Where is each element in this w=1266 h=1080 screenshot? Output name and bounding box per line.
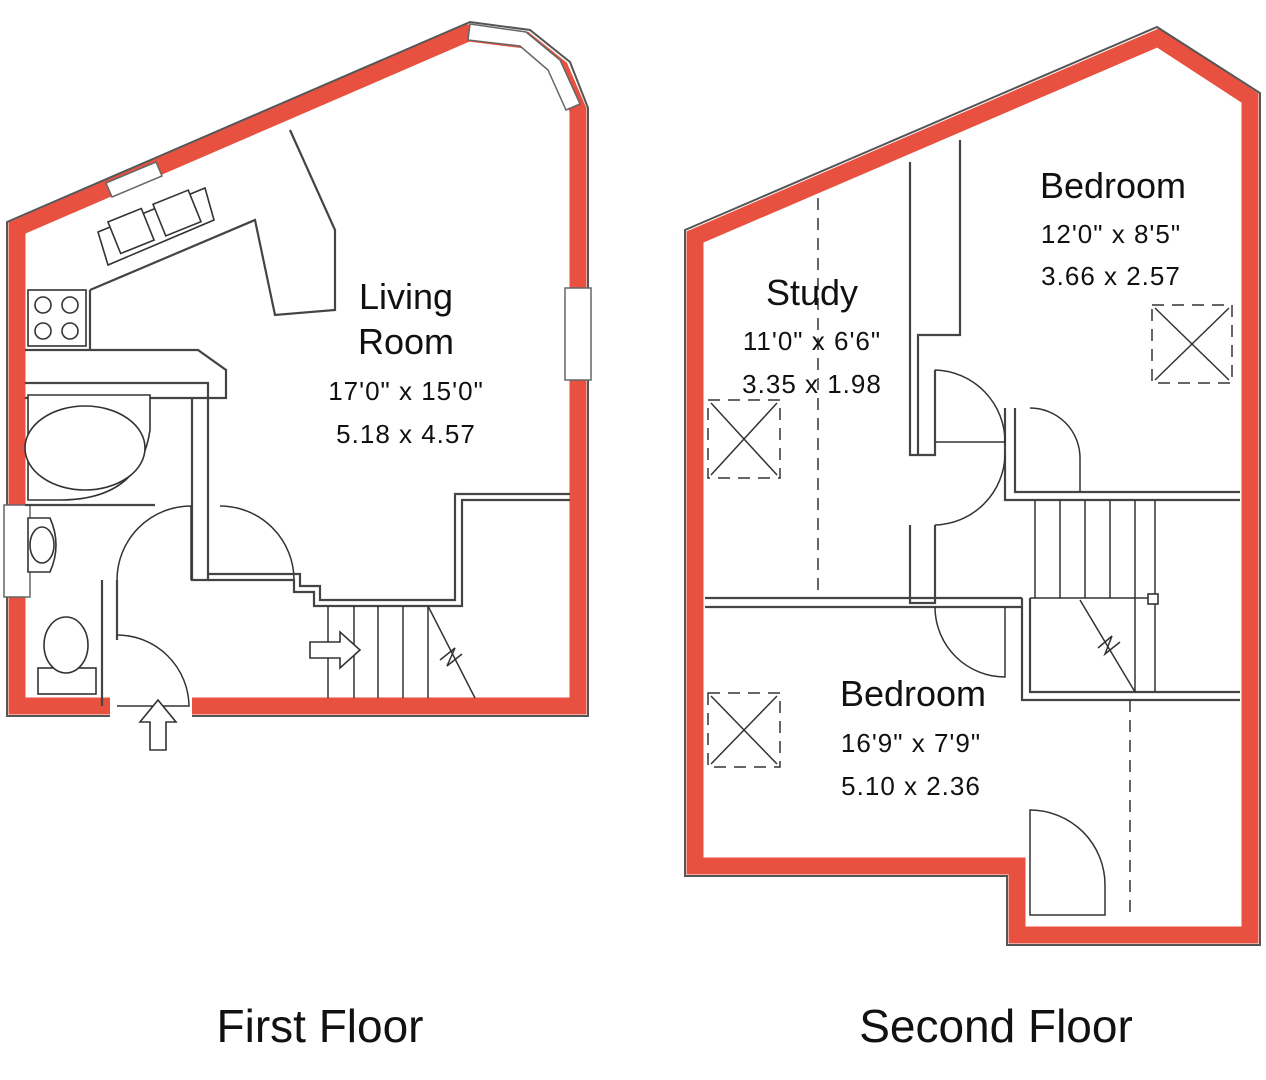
stairwell-wall — [208, 498, 570, 608]
window — [564, 287, 592, 381]
stair-direction-arrow-icon — [309, 630, 362, 670]
staircase — [1030, 500, 1159, 693]
bath-icon — [24, 394, 151, 501]
hob-icon — [27, 289, 87, 347]
kitchen-counter — [25, 290, 228, 400]
living-room-name-line1: Living — [359, 276, 453, 317]
basin-icon — [27, 517, 57, 573]
partition-wall — [908, 140, 962, 457]
window — [105, 161, 163, 198]
window — [3, 504, 31, 598]
living-room-name-line2: Room — [358, 321, 454, 362]
second-floor-plan: Bedroom 12'0" x 8'5" 3.66 x 2.57 Study 1… — [684, 25, 1261, 1052]
skylight-icon — [707, 692, 781, 768]
study-imperial-size: 11'0" x 6'6" — [743, 326, 881, 356]
door-swing — [219, 505, 295, 581]
door-swing — [1029, 809, 1106, 916]
entrance-arrow-icon — [138, 698, 178, 751]
door-swing — [934, 606, 1006, 678]
skylight-icon — [1151, 304, 1233, 384]
top-bedroom-imperial-size: 12'0" x 8'5" — [1041, 219, 1181, 249]
bottom-bedroom-imperial-size: 16'9" x 7'9" — [841, 728, 981, 758]
sink-icon — [97, 186, 215, 267]
bottom-bedroom-name: Bedroom — [840, 673, 986, 714]
partition-wall — [908, 525, 937, 605]
door-swing — [116, 505, 192, 581]
toilet-icon — [37, 616, 97, 695]
study-metric-size: 3.35 x 1.98 — [742, 369, 882, 399]
study-name: Study — [766, 272, 858, 313]
partition-wall — [1003, 408, 1240, 502]
partition-wall — [1020, 598, 1240, 702]
bay-window — [467, 23, 581, 111]
first-floor-plan: Living Room 17'0" x 15'0" 5.18 x 4.57 Fi… — [3, 20, 592, 1052]
skylight-icon — [707, 399, 781, 479]
living-room-metric-size: 5.18 x 4.57 — [336, 419, 476, 449]
top-bedroom-metric-size: 3.66 x 2.57 — [1041, 261, 1181, 291]
second-floor-title: Second Floor — [859, 1000, 1133, 1052]
kitchen-counter — [89, 129, 337, 317]
second-floor-exterior-wall-edge — [684, 25, 1261, 946]
first-floor-title: First Floor — [217, 1000, 424, 1052]
door-swing — [934, 454, 1006, 526]
second-floor-exterior-wall — [686, 28, 1259, 944]
door-swing — [116, 634, 190, 707]
top-bedroom-name: Bedroom — [1040, 165, 1186, 206]
stairwell-wall — [208, 492, 570, 602]
bottom-bedroom-metric-size: 5.10 x 2.36 — [841, 771, 981, 801]
first-floor-exterior-wall-edge — [6, 20, 589, 717]
door-swing — [1029, 407, 1081, 492]
partition-wall — [705, 596, 1022, 609]
door-swing — [934, 369, 1006, 443]
living-room-imperial-size: 17'0" x 15'0" — [328, 376, 484, 406]
